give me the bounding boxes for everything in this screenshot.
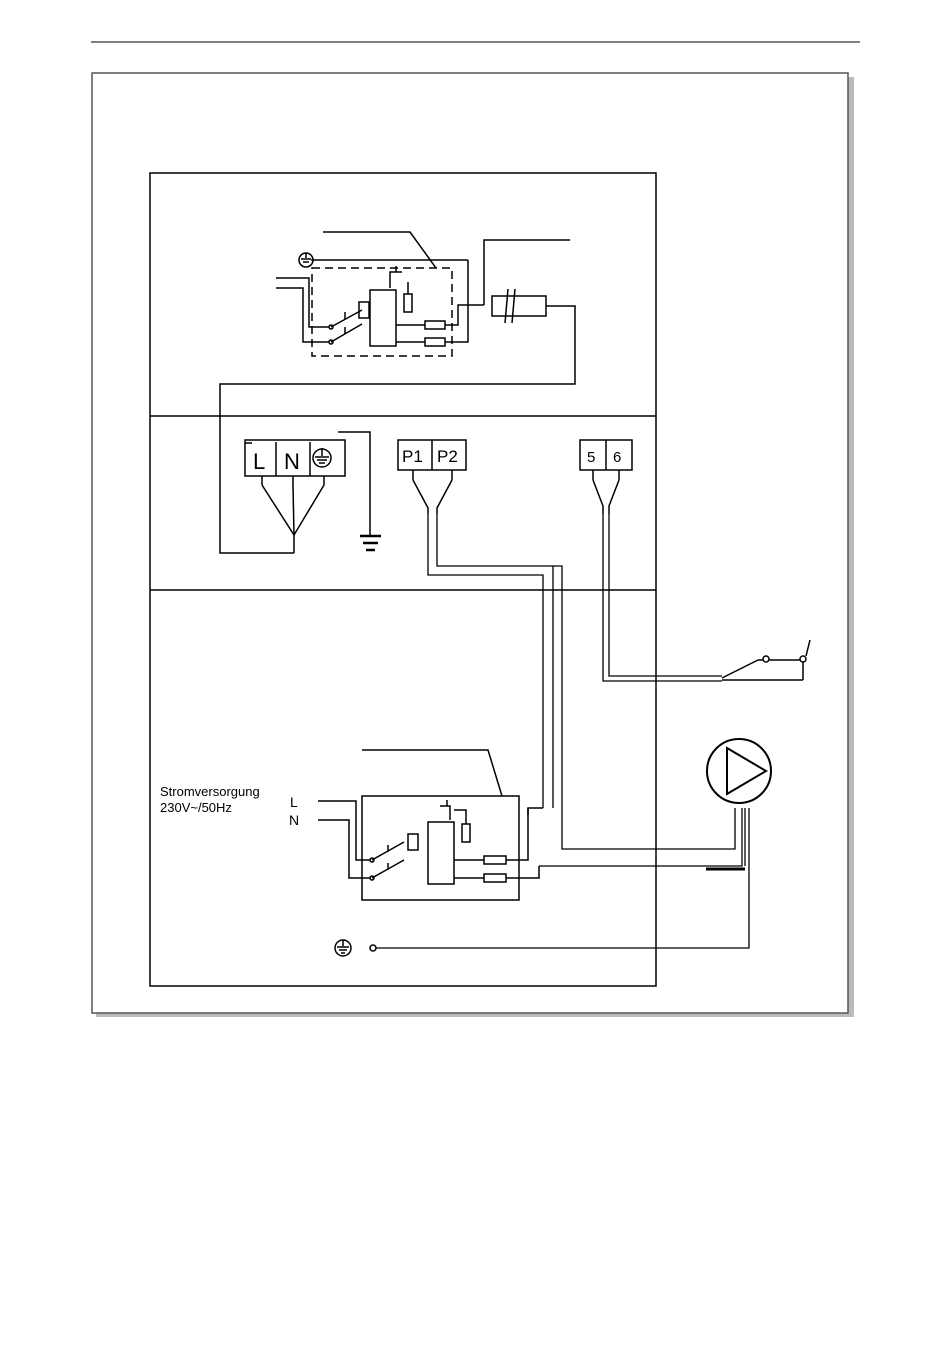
outer-frame bbox=[92, 73, 848, 1013]
supply-n-label: N bbox=[289, 812, 299, 828]
terminal-label-n: N bbox=[284, 449, 300, 474]
supply-l-label: L bbox=[290, 794, 298, 810]
supply-title: Stromversorgung bbox=[160, 784, 260, 799]
terminal-label-p1: P1 bbox=[402, 447, 423, 466]
terminal-label-l: L bbox=[253, 449, 265, 474]
terminal-label-6: 6 bbox=[613, 449, 621, 466]
supply-rating: 230V~/50Hz bbox=[160, 800, 232, 815]
terminal-label-p2: P2 bbox=[437, 447, 458, 466]
terminal-label-5: 5 bbox=[587, 449, 595, 466]
